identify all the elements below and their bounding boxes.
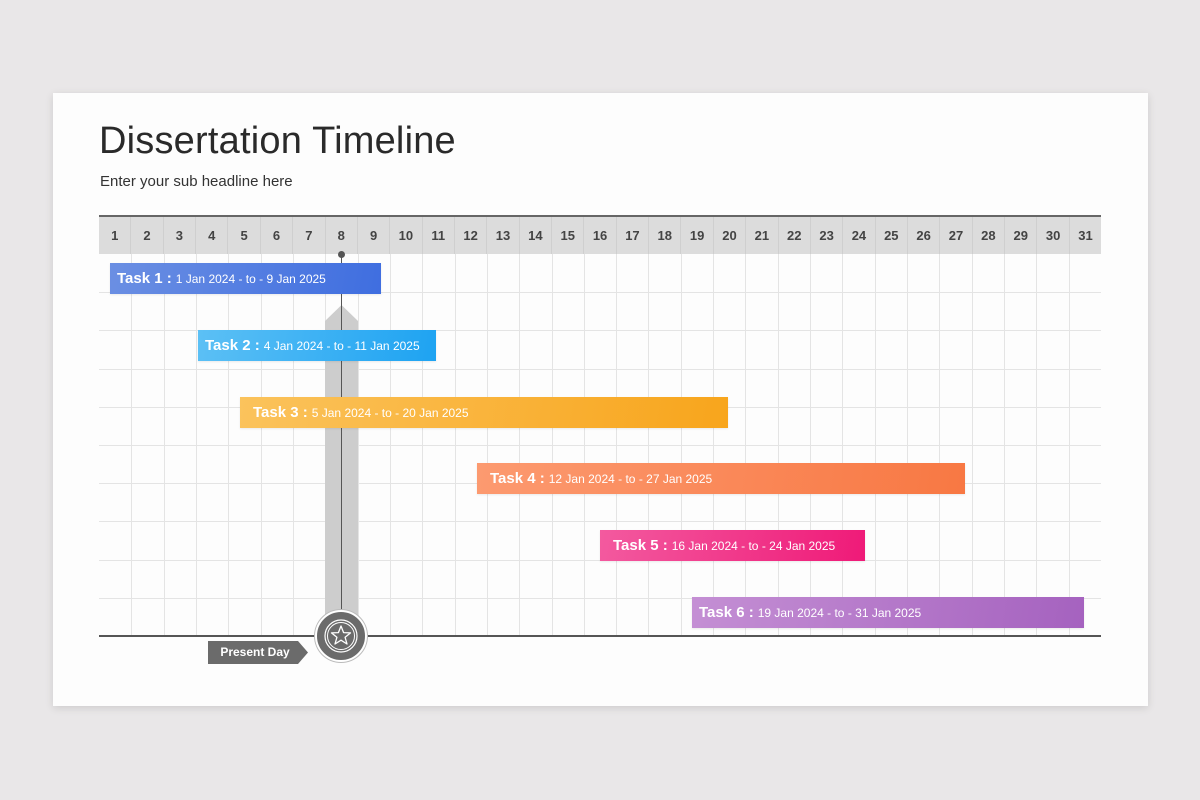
- task-name: Task 5 :: [613, 537, 668, 554]
- page-subtitle: Enter your sub headline here: [100, 173, 293, 190]
- present-day-label: Present Day: [208, 641, 308, 664]
- day-column-header: 22: [779, 217, 811, 254]
- task-dates: 1 Jan 2024 - to - 9 Jan 2025: [175, 271, 326, 286]
- task-name: Task 2 :: [205, 337, 260, 354]
- day-column-header: 30: [1037, 217, 1070, 254]
- day-column-header: 12: [455, 217, 488, 254]
- present-day-dot: [338, 251, 345, 258]
- day-column-header: 10: [390, 217, 423, 254]
- task-dates: 12 Jan 2024 - to - 27 Jan 2025: [548, 471, 713, 486]
- day-column-header: 7: [293, 217, 326, 254]
- task-bar[interactable]: Task 2 :4 Jan 2024 - to - 11 Jan 2025: [198, 330, 436, 361]
- grid-hline: [99, 445, 1101, 446]
- grid-hline: [99, 521, 1101, 522]
- day-column-header: 21: [746, 217, 779, 254]
- task-bar[interactable]: Task 3 :5 Jan 2024 - to - 20 Jan 2025: [240, 397, 728, 428]
- task-bar[interactable]: Task 6 :19 Jan 2024 - to - 31 Jan 2025: [692, 597, 1084, 628]
- present-day-marker: [315, 610, 367, 662]
- grid-hline: [99, 369, 1101, 370]
- gantt-grid: [99, 254, 1101, 636]
- day-column-header: 9: [358, 217, 391, 254]
- day-column-header: 3: [164, 217, 197, 254]
- day-column-header: 31: [1078, 228, 1093, 243]
- grid-hline: [99, 598, 1101, 599]
- day-column-header: 27: [940, 217, 973, 254]
- task-dates: 5 Jan 2024 - to - 20 Jan 2025: [311, 405, 469, 420]
- task-bar[interactable]: Task 1 :1 Jan 2024 - to - 9 Jan 2025: [110, 263, 381, 294]
- day-column-header: 24: [843, 217, 876, 254]
- day-column-header: 16: [584, 217, 617, 254]
- day-column-header: 25: [876, 217, 908, 254]
- day-column-header: 4: [196, 217, 229, 254]
- day-column-header: 15: [552, 217, 585, 254]
- day-column-header: 8: [326, 217, 358, 254]
- grid-hline: [99, 292, 1101, 293]
- day-column-header: 18: [649, 217, 682, 254]
- day-column-header: 6: [261, 217, 294, 254]
- task-dates: 19 Jan 2024 - to - 31 Jan 2025: [757, 605, 922, 620]
- task-bar[interactable]: Task 4 :12 Jan 2024 - to - 27 Jan 2025: [477, 463, 965, 494]
- task-dates: 16 Jan 2024 - to - 24 Jan 2025: [671, 538, 836, 553]
- task-dates: 4 Jan 2024 - to - 11 Jan 2025: [263, 338, 420, 353]
- task-bar[interactable]: Task 5 :16 Jan 2024 - to - 24 Jan 2025: [600, 530, 865, 561]
- day-column-header: 17: [617, 217, 650, 254]
- day-column-header: 11: [423, 217, 455, 254]
- day-column-header: 23: [811, 217, 844, 254]
- day-column-header: 26: [908, 217, 941, 254]
- day-column-header: 28: [973, 217, 1006, 254]
- day-column-header: 20: [714, 217, 747, 254]
- day-column-header: 1: [99, 217, 132, 254]
- timeline-baseline: [99, 635, 1101, 637]
- day-column-header: 14: [520, 217, 553, 254]
- star-icon: [324, 619, 358, 653]
- day-column-header: 29: [1005, 217, 1038, 254]
- present-day-line: [341, 255, 342, 630]
- page-title: Dissertation Timeline: [99, 120, 456, 162]
- day-column-header: 2: [131, 217, 164, 254]
- day-column-header: 5: [228, 217, 261, 254]
- task-name: Task 6 :: [699, 604, 754, 621]
- day-column-header: 19: [681, 217, 714, 254]
- task-name: Task 4 :: [490, 470, 545, 487]
- task-name: Task 3 :: [253, 404, 308, 421]
- grid-hline: [99, 330, 1101, 331]
- day-column-header: 13: [487, 217, 520, 254]
- task-name: Task 1 :: [117, 270, 172, 287]
